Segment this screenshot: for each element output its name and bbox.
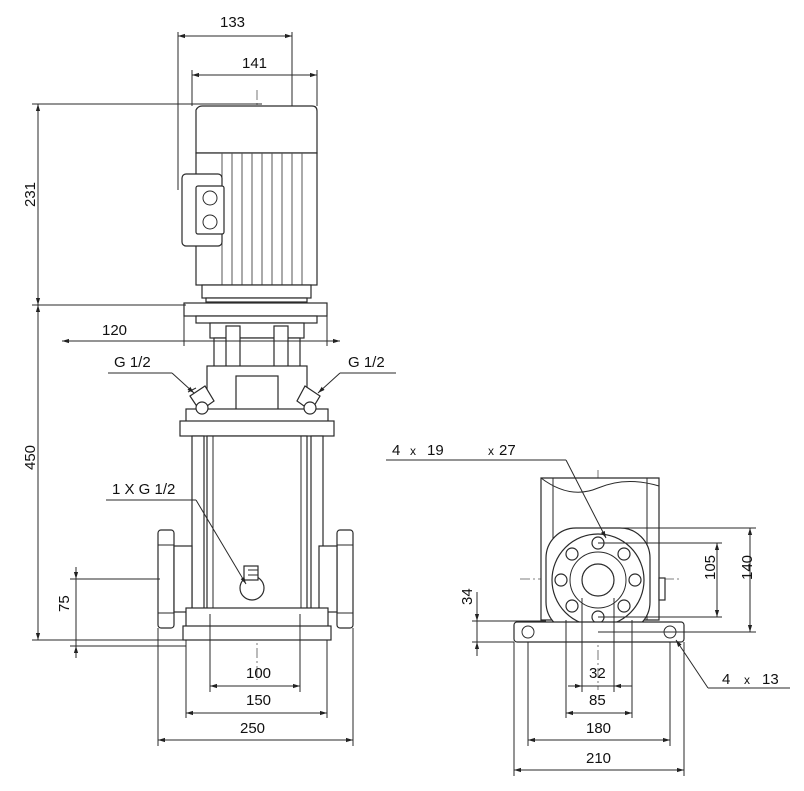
terminal-box xyxy=(181,173,225,247)
dim-250: 250 xyxy=(240,720,265,737)
pump-base xyxy=(182,607,332,641)
dim-85: 85 xyxy=(589,692,606,709)
foot-holes-count: 4 xyxy=(722,671,730,688)
drain-label: 1 X G 1/2 xyxy=(112,481,175,498)
drain-plug xyxy=(239,565,265,601)
side-dimensions: 4 x 19 x 27 105 140 34 32 85 xyxy=(386,442,790,776)
foot-holes-times: x xyxy=(744,673,750,687)
dim-75: 75 xyxy=(56,595,73,612)
pump-sleeve xyxy=(191,435,324,637)
dim-450: 450 xyxy=(22,445,39,470)
dim-180: 180 xyxy=(586,720,611,737)
dim-105: 105 xyxy=(702,555,719,580)
motor-cooling-fins xyxy=(221,153,303,285)
dim-133: 133 xyxy=(220,14,245,31)
front-view xyxy=(157,90,354,680)
side-flange xyxy=(545,527,651,633)
dim-231: 231 xyxy=(22,182,39,207)
holes-times-2: x xyxy=(488,444,494,458)
dim-150: 150 xyxy=(246,692,271,709)
holes-times: x xyxy=(410,444,416,458)
motor-stool xyxy=(179,302,335,437)
holes-count: 4 xyxy=(392,442,400,459)
dim-32: 32 xyxy=(589,665,606,682)
front-dimensions: 133 141 231 120 G 1/2 G 1/2 450 1 X G 1/… xyxy=(22,14,396,746)
vent-plug-right xyxy=(296,385,321,415)
holes-diameter-2: 27 xyxy=(499,442,516,459)
vent-plug-left xyxy=(187,385,215,415)
dim-34: 34 xyxy=(459,588,476,605)
port-label-left: G 1/2 xyxy=(114,354,151,371)
bolt-holes xyxy=(554,536,642,624)
foot-holes-diameter: 13 xyxy=(762,671,779,688)
motor xyxy=(181,105,318,303)
dim-100: 100 xyxy=(246,665,271,682)
dim-141: 141 xyxy=(242,55,267,72)
holes-diameter: 19 xyxy=(427,442,444,459)
port-label-right: G 1/2 xyxy=(348,354,385,371)
dim-140: 140 xyxy=(739,555,756,580)
side-view xyxy=(513,470,685,690)
dim-210: 210 xyxy=(586,750,611,767)
dim-120: 120 xyxy=(102,322,127,339)
